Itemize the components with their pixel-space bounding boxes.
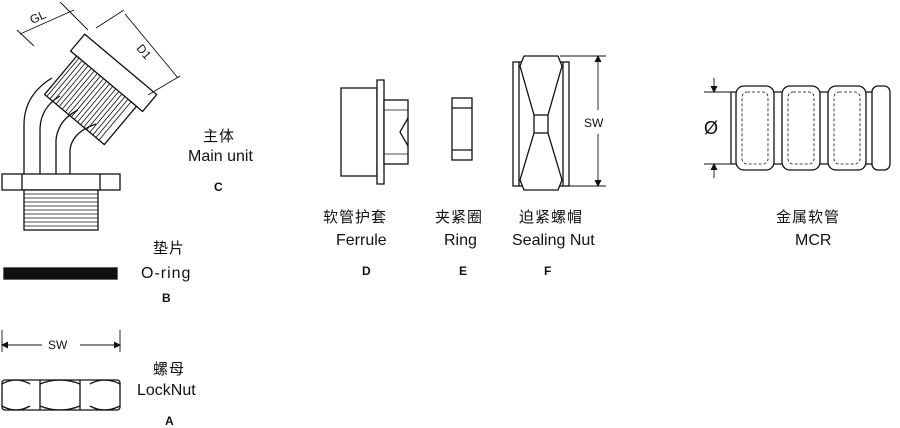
sealing-nut-letter: F: [544, 264, 552, 278]
mcr-cn-label: 金属软管: [776, 208, 841, 226]
main-unit-cn-label: 主体: [203, 127, 236, 145]
oring-en-label: O-ring: [141, 265, 192, 282]
sealing-nut-drawing: [512, 54, 606, 191]
oring-drawing: [3, 267, 118, 280]
ring-letter: E: [459, 264, 468, 278]
d1-dimension-label: D1: [134, 41, 155, 62]
ferrule-en-label: Ferrule: [336, 232, 387, 249]
ring-en-label: Ring: [444, 232, 477, 249]
oring-cn-label: 垫片: [153, 239, 186, 257]
ferrule-letter: D: [362, 264, 371, 278]
ferrule-cn-label: 软管护套: [323, 208, 388, 226]
sw-dimension-label-sealing-nut: SW: [584, 116, 604, 130]
ring-cn-label: 夹紧圈: [435, 208, 484, 226]
main-unit-drawing: [1, 1, 181, 231]
locknut-letter: A: [165, 414, 174, 428]
locknut-cn-label: 螺母: [153, 360, 186, 378]
main-unit-letter: C: [214, 180, 223, 194]
locknut-drawing: [0, 330, 122, 411]
oring-letter: B: [162, 291, 171, 305]
sealing-nut-cn-label: 迫紧螺帽: [519, 208, 584, 226]
locknut-en-label: LockNut: [137, 382, 196, 399]
mcr-en-label: MCR: [795, 232, 832, 249]
ring-drawing: [451, 97, 473, 161]
ferrule-drawing: [340, 79, 409, 185]
sw-dimension-label-locknut: SW: [48, 338, 68, 352]
mcr-drawing: [704, 78, 891, 178]
sealing-nut-en-label: Sealing Nut: [512, 232, 595, 249]
gl-dimension-label: GL: [28, 7, 49, 26]
main-unit-en-label: Main unit: [188, 148, 253, 165]
diameter-dimension-label: Ø: [704, 118, 718, 138]
